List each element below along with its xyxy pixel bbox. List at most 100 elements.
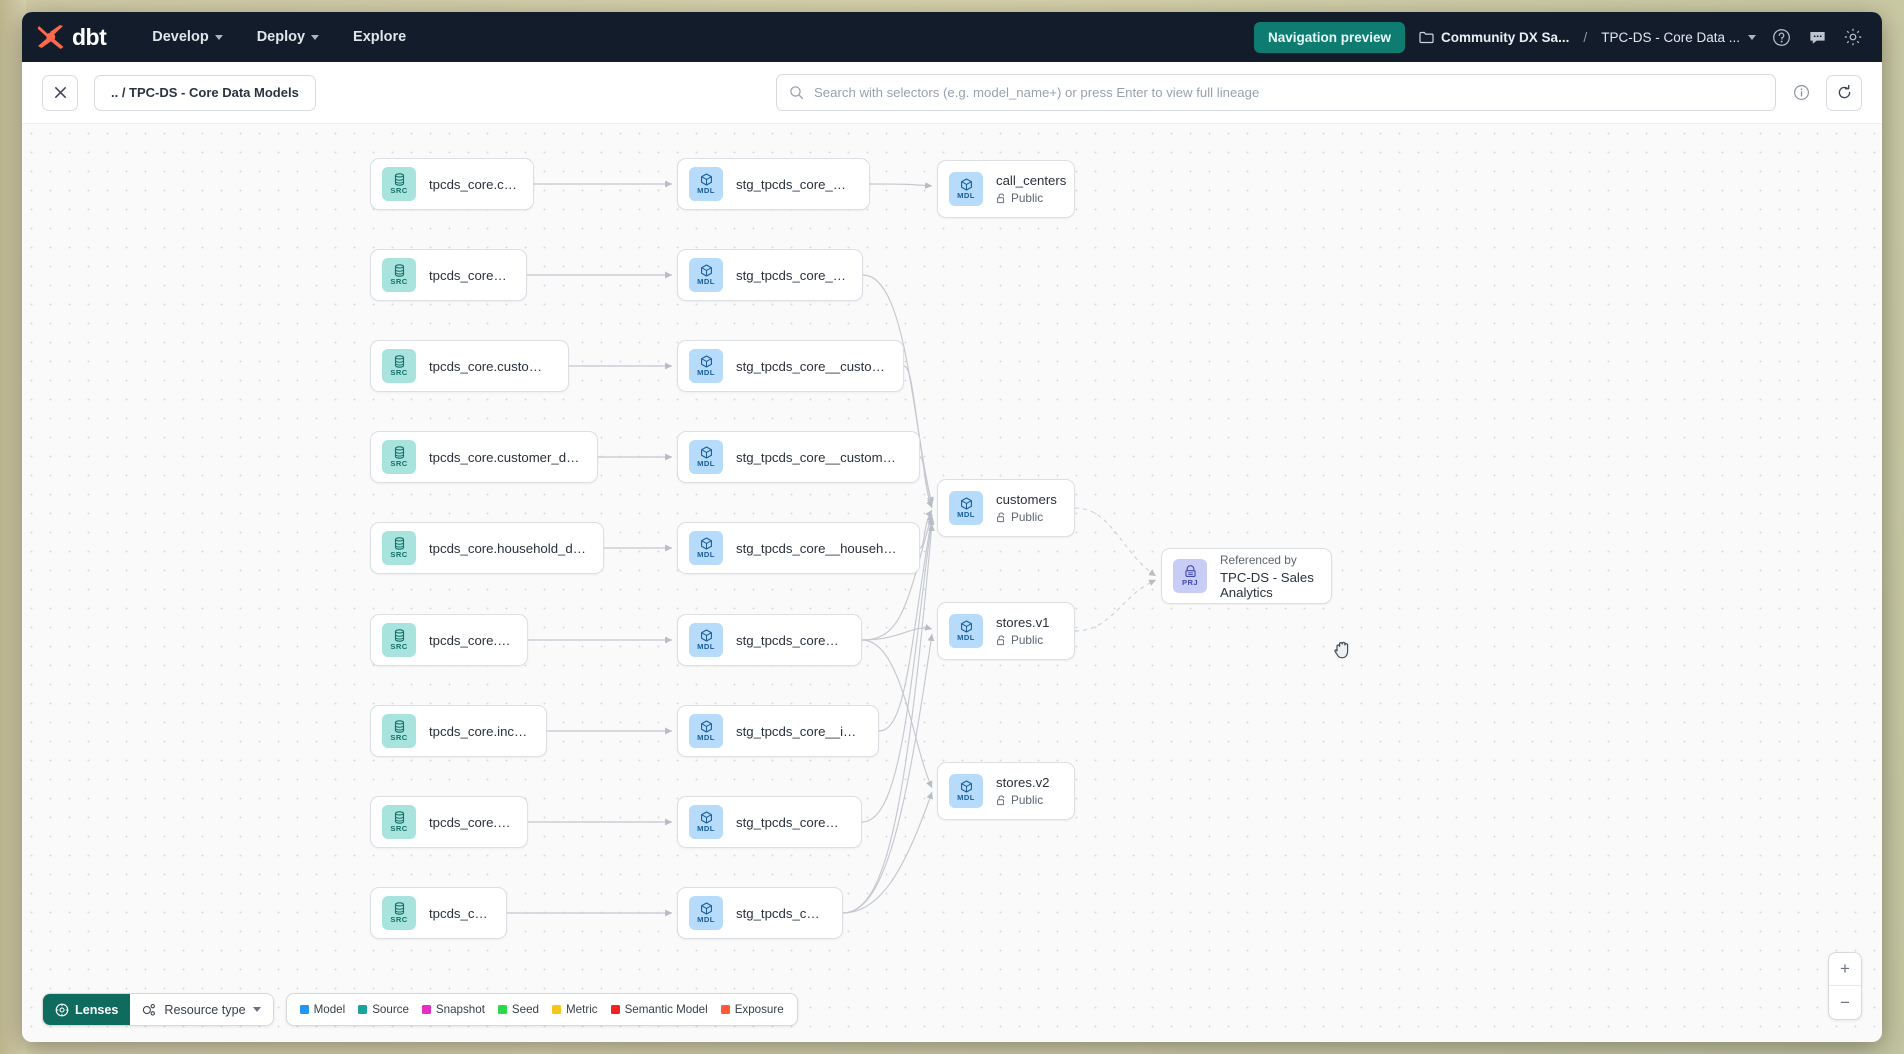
- legend-item[interactable]: Metric: [552, 1003, 598, 1016]
- lineage-edges: [507, 180, 1157, 917]
- node-label: tpcds_core.call_center: [429, 176, 517, 192]
- mdl-badge-icon: MDL: [689, 349, 723, 383]
- legend-item[interactable]: Model: [299, 1003, 346, 1016]
- nav-deploy[interactable]: Deploy: [245, 23, 331, 51]
- legend-label: Seed: [511, 1003, 539, 1016]
- node-name: stores.v1: [996, 615, 1050, 630]
- resource-type-dropdown[interactable]: Resource type: [130, 994, 273, 1025]
- nav-develop-label: Develop: [152, 29, 209, 45]
- mdl-glyph-icon: [700, 720, 713, 733]
- bottom-toolbar: Lenses Resource type Model Source Snapshot…: [42, 993, 798, 1026]
- node-label: tpcds_core.date_dim: [429, 632, 511, 648]
- gear-icon: [1844, 28, 1862, 46]
- lineage-node-model[interactable]: MDL stg_tpcds_core__inventory: [677, 796, 862, 848]
- prj-glyph-icon: [1184, 565, 1197, 578]
- lineage-graph: [22, 124, 1882, 1042]
- help-button[interactable]: [1770, 26, 1792, 48]
- lenses-button[interactable]: Lenses: [43, 994, 131, 1025]
- dbt-logo[interactable]: dbt: [36, 24, 107, 51]
- mdl-badge-label: MDL: [697, 824, 715, 834]
- node-access-label: Public: [1011, 633, 1044, 647]
- nav-deploy-label: Deploy: [256, 29, 306, 45]
- mdl-badge-label: MDL: [697, 915, 715, 925]
- mdl-glyph-icon: [960, 620, 973, 633]
- lineage-node-source[interactable]: SRC tpcds_core.store: [370, 887, 507, 939]
- node-label: tpcds_core.store: [429, 905, 490, 921]
- breadcrumb-project[interactable]: TPC-DS - Core Data ...: [1601, 30, 1756, 45]
- lineage-canvas[interactable]: SRCtpcds_core.call_centerSRCtpcds_core.c…: [22, 124, 1882, 1042]
- node-label: stg_tpcds_core__call_center: [736, 176, 853, 192]
- mdl-glyph-icon: [700, 446, 713, 459]
- navigation-preview-button[interactable]: Navigation preview: [1254, 21, 1406, 53]
- unlock-icon: [997, 794, 1005, 805]
- zoom-controls: + −: [1828, 952, 1862, 1020]
- feedback-button[interactable]: [1806, 26, 1828, 48]
- chevron-down-icon: [311, 34, 320, 40]
- legend-item[interactable]: Semantic Model: [610, 1003, 708, 1016]
- folder-icon: [1419, 31, 1434, 43]
- zoom-out-button[interactable]: −: [1840, 992, 1850, 1012]
- settings-button[interactable]: [1842, 26, 1864, 48]
- breadcrumb-account[interactable]: Community DX Sa...: [1419, 30, 1569, 45]
- legend-item[interactable]: Seed: [497, 1003, 539, 1016]
- zoom-in-button[interactable]: +: [1829, 953, 1861, 986]
- legend-item[interactable]: Exposure: [720, 1003, 784, 1016]
- mdl-badge-icon: MDL: [949, 614, 983, 648]
- refresh-lineage-button[interactable]: [1826, 74, 1862, 111]
- nav-develop[interactable]: Develop: [140, 23, 234, 51]
- search-input[interactable]: [814, 85, 1763, 100]
- breadcrumb-account-label: Community DX Sa...: [1441, 29, 1570, 45]
- legend-item[interactable]: Snapshot: [421, 1003, 485, 1016]
- nav-explore-label: Explore: [353, 29, 407, 45]
- src-badge-label: SRC: [390, 459, 408, 469]
- lineage-node-model[interactable]: MDLstg_tpcds_core__household_demogr…: [677, 522, 920, 574]
- legend-label: Model: [313, 1003, 346, 1016]
- node-label: stg_tpcds_core__household_demogr…: [736, 540, 903, 556]
- src-glyph-icon: [393, 720, 406, 733]
- node-name: customers: [996, 492, 1057, 507]
- src-glyph-icon: [393, 173, 406, 186]
- search-container[interactable]: [776, 74, 1776, 111]
- node-label: stg_tpcds_core__inventory: [736, 814, 845, 830]
- close-lineage-button[interactable]: [42, 74, 78, 111]
- src-badge-icon: SRC: [382, 714, 416, 748]
- project-ref-caption: Referenced by: [1220, 552, 1297, 567]
- lineage-info-button[interactable]: [1788, 79, 1814, 106]
- lineage-breadcrumb[interactable]: .. / TPC-DS - Core Data Models: [94, 74, 316, 111]
- node-access-badge: Public: [996, 510, 1057, 524]
- lineage-node-model[interactable]: MDLstg_tpcds_core__customer_demogra…: [677, 431, 920, 483]
- mdl-glyph-icon: [700, 811, 713, 824]
- legend-item[interactable]: Source: [358, 1003, 409, 1016]
- src-badge-label: SRC: [390, 642, 408, 652]
- mdl-badge-label: MDL: [957, 793, 975, 803]
- src-badge-icon: SRC: [382, 896, 416, 930]
- node-access-label: Public: [1011, 510, 1044, 524]
- mdl-badge-label: MDL: [697, 277, 715, 287]
- node-access-badge: Public: [996, 793, 1050, 807]
- legend-swatch: [299, 1005, 309, 1014]
- src-glyph-icon: [393, 264, 406, 277]
- unlock-icon: [997, 634, 1005, 645]
- lineage-node-source[interactable]: SRC tpcds_core.date_dim: [370, 614, 528, 666]
- node-label: tpcds_core.customer_address: [429, 358, 552, 374]
- legend-swatch: [610, 1005, 620, 1014]
- nav-explore[interactable]: Explore: [341, 23, 418, 51]
